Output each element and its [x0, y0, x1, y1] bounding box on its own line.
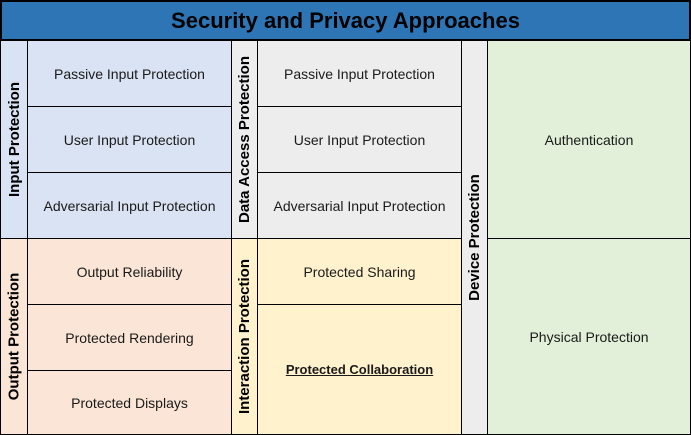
output-item-rendering: Protected Rendering: [27, 304, 232, 371]
interaction-item-collaboration: Protected Collaboration: [257, 304, 462, 435]
input-protection-label: Input Protection: [0, 40, 28, 239]
data-access-item-passive: Passive Input Protection: [257, 40, 462, 107]
device-protection-label-text: Device Protection: [466, 174, 483, 301]
data-access-item-user: User Input Protection: [257, 106, 462, 173]
interaction-item-sharing: Protected Sharing: [257, 238, 462, 305]
device-item-physical: Physical Protection: [487, 238, 691, 435]
input-item-passive: Passive Input Protection: [27, 40, 232, 107]
interaction-protection-label: Interaction Protection: [231, 238, 258, 435]
output-protection-label-text: Output Protection: [5, 272, 23, 401]
device-protection-label: Device Protection: [461, 40, 488, 435]
data-access-protection-label-text: Data Access Protection: [236, 55, 254, 224]
device-item-authentication: Authentication: [487, 40, 691, 239]
output-item-displays: Protected Displays: [27, 370, 232, 435]
input-item-user: User Input Protection: [27, 106, 232, 173]
output-protection-label: Output Protection: [0, 238, 28, 435]
input-item-adversarial: Adversarial Input Protection: [27, 172, 232, 239]
data-access-item-adversarial: Adversarial Input Protection: [257, 172, 462, 239]
diagram-title: Security and Privacy Approaches: [0, 0, 691, 41]
interaction-protection-label-text: Interaction Protection: [236, 258, 253, 415]
data-access-protection-label: Data Access Protection: [231, 40, 258, 239]
output-item-reliability: Output Reliability: [27, 238, 232, 305]
input-protection-label-text: Input Protection: [5, 82, 23, 197]
